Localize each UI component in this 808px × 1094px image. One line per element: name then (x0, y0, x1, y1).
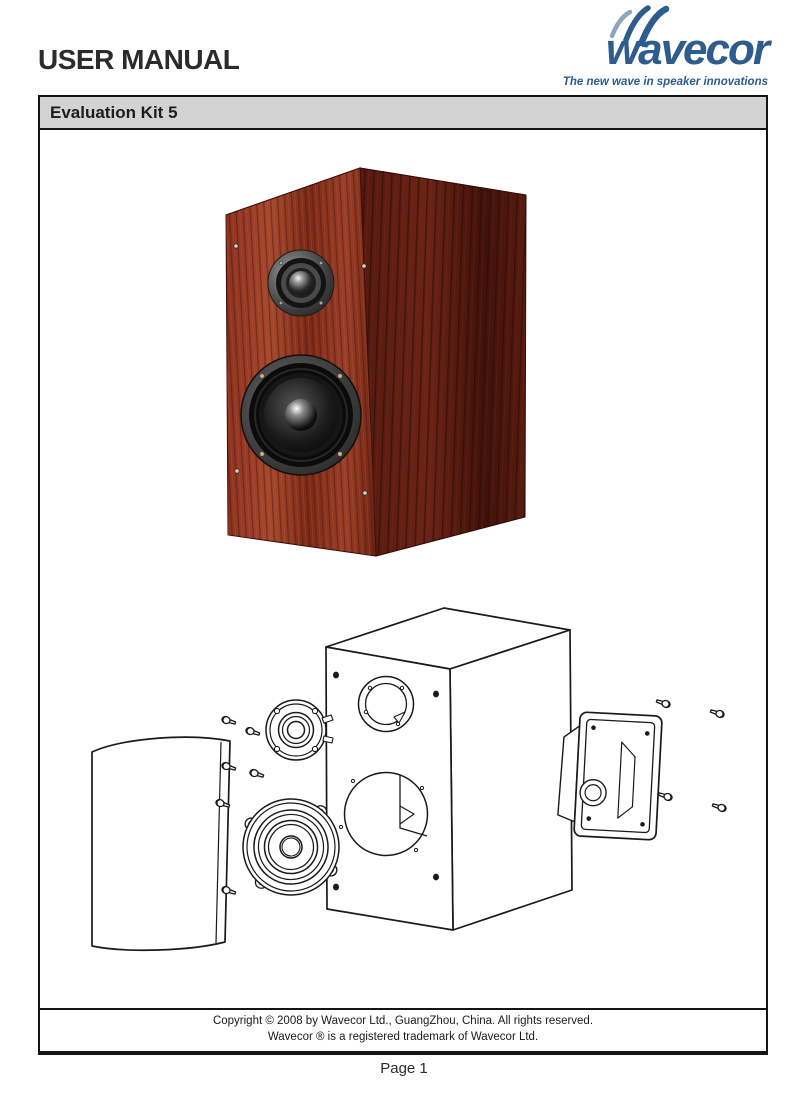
content-frame: Evaluation Kit 5 (38, 95, 768, 1055)
woofer (240, 354, 362, 476)
section-title-bar: Evaluation Kit 5 (40, 97, 766, 130)
diagram-tweeter (265, 699, 334, 761)
speaker-cabinet (225, 167, 527, 557)
assembled-speaker-photo (225, 167, 527, 557)
section-title: Evaluation Kit 5 (50, 102, 178, 122)
exploded-view-diagram (91, 607, 728, 952)
copyright-line-1: Copyright © 2008 by Wavecor Ltd., GuangZ… (212, 1015, 594, 1027)
diagram-screws-right (654, 696, 728, 814)
diagram-woofer (242, 798, 340, 896)
wave-arcs-icon (609, 5, 670, 46)
tweeter (267, 249, 335, 317)
diagram-grille-panel (91, 736, 231, 952)
figure-area (40, 130, 766, 1008)
page-number: Page 1 (380, 1060, 428, 1077)
brand-wordmark: wavecor (605, 25, 770, 74)
brand-tagline: The new wave in speaker innovations (562, 76, 768, 88)
wavecor-logo: wavecor The new wave in speaker innovati… (518, 4, 770, 92)
copyright-line-2: Wavecor ® is a registered trademark of W… (267, 1030, 539, 1043)
baffle-screws (233, 243, 368, 496)
page-title: USER MANUAL (38, 44, 240, 75)
diagram-cabinet (325, 607, 573, 931)
copyright-note: Copyright © 2008 by Wavecor Ltd., GuangZ… (40, 1008, 766, 1051)
diagram-rear-plate (557, 711, 663, 841)
